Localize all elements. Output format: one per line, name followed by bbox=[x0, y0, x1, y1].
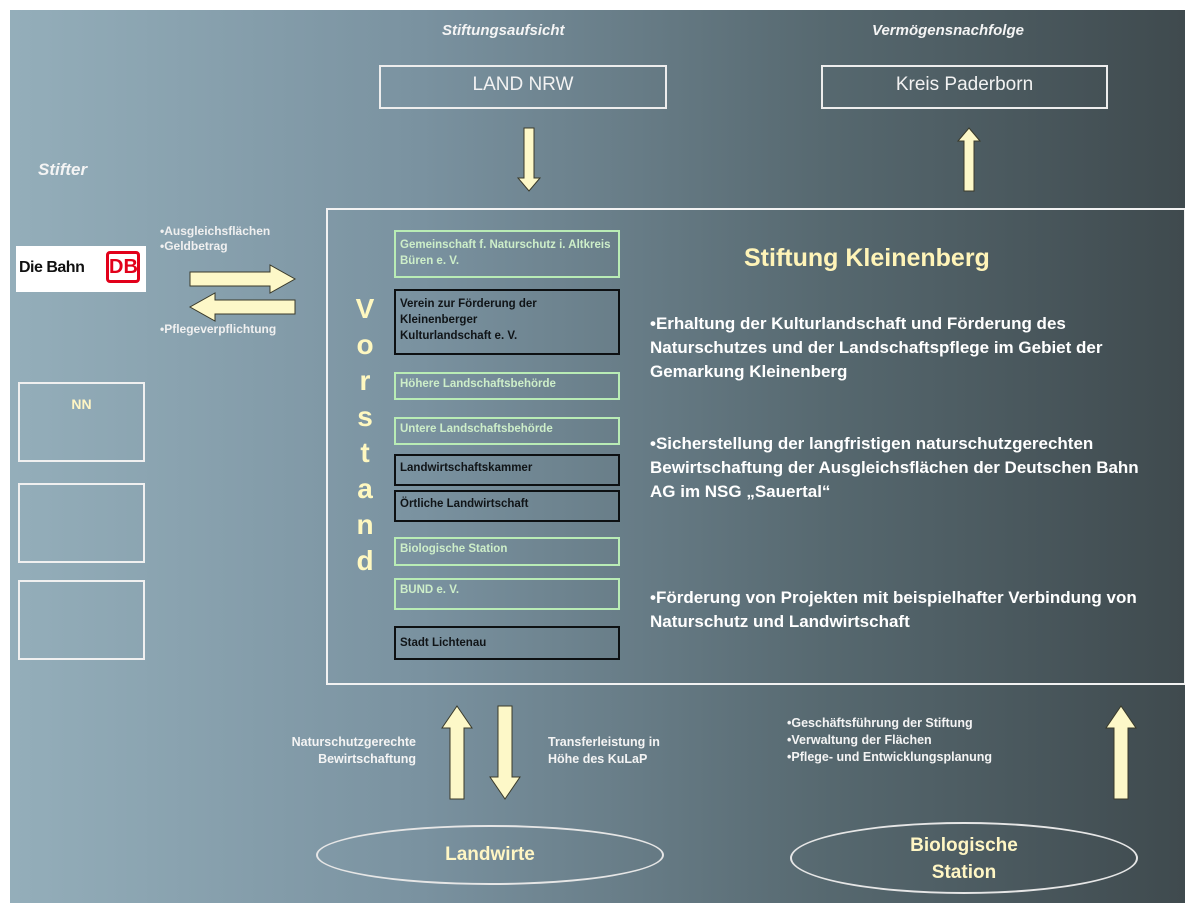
landwirte-label: Landwirte bbox=[445, 844, 535, 865]
vorstand-member-biologische-station: Biologische Station bbox=[394, 537, 620, 566]
station-task: •Pflege- und Entwicklungsplanung bbox=[787, 750, 993, 764]
exchange-item-ausgleichsflaechen: •Ausgleichsflächen bbox=[160, 224, 271, 238]
slide: Stiftungsaufsicht Vermögensnachfolge LAN… bbox=[10, 10, 1185, 903]
kreis-paderborn-box: Kreis Paderborn bbox=[821, 65, 1108, 109]
arrow-right-to-stiftung bbox=[189, 264, 297, 294]
db-logo-mark: DB bbox=[106, 251, 140, 283]
header-vermoegensnachfolge: Vermögensnachfolge bbox=[872, 22, 1024, 39]
vorstand-member-landwirtschaftskammer: Landwirtschaftskammer bbox=[394, 454, 620, 486]
arrow-down-land-nrw bbox=[516, 127, 542, 192]
stiftung-goal-3: •Förderung von Projekten mit beispielhaf… bbox=[650, 588, 1137, 631]
arrow-up-from-station bbox=[1105, 705, 1137, 800]
label-line: Höhe des KuLaP bbox=[548, 752, 648, 766]
arrow-down-to-landwirte bbox=[489, 705, 521, 800]
label-line: Transferleistung in bbox=[548, 735, 660, 749]
vorstand-member-bund: BUND e. V. bbox=[394, 578, 620, 610]
stifter-label: Stifter bbox=[38, 160, 88, 179]
vorstand-member-oertliche-landwirtschaft: Örtliche Landwirtschaft bbox=[394, 490, 620, 522]
vorstand-letter: V bbox=[355, 293, 375, 324]
station-label-line: Station bbox=[931, 862, 997, 883]
stiftung-goal-1: •Erhaltung der Kulturlandschaft und Förd… bbox=[650, 314, 1103, 381]
empty-stifter-box-3 bbox=[18, 580, 145, 660]
biologische-station-ellipse: Biologische Station bbox=[790, 822, 1138, 894]
stiftung-goal-2: •Sicherstellung der langfristigen naturs… bbox=[650, 434, 1139, 501]
die-bahn-logo-text: Die Bahn bbox=[19, 259, 85, 276]
exchange-items: •Ausgleichsflächen •Geldbetrag bbox=[160, 224, 270, 254]
station-tasks: •Geschäftsführung der Stiftung •Verwaltu… bbox=[787, 715, 992, 766]
land-nrw-box: LAND NRW bbox=[379, 65, 667, 109]
vorstand-letters: V o r s t a n d bbox=[350, 294, 380, 576]
vorstand-member-stadt-lichtenau: Stadt Lichtenau bbox=[394, 626, 620, 660]
nn-label: NN bbox=[71, 396, 92, 412]
vorstand-letter: r bbox=[359, 365, 371, 396]
stiftung-title: Stiftung Kleinenberg bbox=[744, 244, 990, 272]
nn-box: NN bbox=[18, 382, 145, 462]
arrow-up-from-landwirte bbox=[441, 705, 473, 800]
landwirte-ellipse: Landwirte bbox=[316, 825, 664, 885]
label-naturschutzgerechte-bewirtschaftung: Naturschutzgerechte Bewirtschaftung bbox=[216, 734, 416, 768]
vorstand-letter: n bbox=[356, 509, 374, 540]
label-line: Bewirtschaftung bbox=[318, 752, 416, 766]
arrow-left-to-stifter bbox=[188, 292, 296, 322]
station-task: •Verwaltung der Flächen bbox=[787, 733, 932, 747]
exchange-item-pflegeverpflichtung: •Pflegeverpflichtung bbox=[160, 322, 277, 336]
vorstand-letter: t bbox=[360, 437, 370, 468]
arrow-up-kreis bbox=[956, 127, 982, 192]
vorstand-member-hoehere-landschaftsbehoerde: Höhere Landschaftsbehörde bbox=[394, 372, 620, 400]
vorstand-letter: s bbox=[357, 401, 373, 432]
vorstand-member-untere-landschaftsbehoerde: Untere Landschaftsbehörde bbox=[394, 417, 620, 445]
vorstand-letter: d bbox=[356, 545, 374, 576]
die-bahn-logo: Die Bahn DB bbox=[16, 246, 146, 292]
empty-stifter-box-2 bbox=[18, 483, 145, 563]
label-line: Naturschutzgerechte bbox=[291, 735, 416, 749]
exchange-item-geldbetrag: •Geldbetrag bbox=[160, 239, 228, 253]
label-transferleistung: Transferleistung in Höhe des KuLaP bbox=[548, 734, 660, 768]
vorstand-member-naturschutz-bueren: Gemeinschaft f. Naturschutz i. Altkreis … bbox=[394, 230, 620, 278]
station-task: •Geschäftsführung der Stiftung bbox=[787, 716, 973, 730]
vorstand-member-verein-kleinenberg: Verein zur Förderung der Kleinenberger K… bbox=[394, 289, 620, 355]
station-label-line: Biologische bbox=[910, 835, 1018, 856]
header-stiftungsaufsicht: Stiftungsaufsicht bbox=[442, 22, 565, 39]
stiftung-main-box bbox=[326, 208, 1185, 685]
vorstand-letter: a bbox=[357, 473, 373, 504]
vorstand-letter: o bbox=[356, 329, 374, 360]
